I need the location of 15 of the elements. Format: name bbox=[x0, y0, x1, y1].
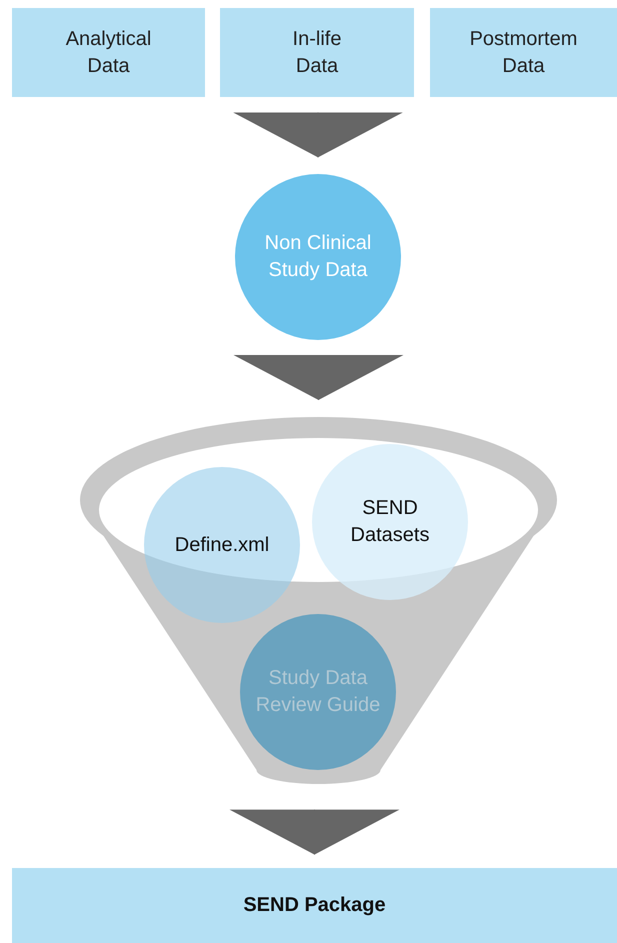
arrow bbox=[234, 354, 404, 400]
process-box bbox=[220, 8, 414, 97]
node-label: Analytical Data bbox=[64, 26, 152, 78]
node-label: Study Data Review Guide bbox=[254, 666, 382, 718]
node-label: In-life Data bbox=[292, 26, 342, 78]
node-label: SEND Package bbox=[243, 893, 386, 918]
node-label: Non Clinical Study Data bbox=[264, 231, 372, 283]
node-label: SEND Datasets bbox=[350, 496, 430, 548]
arrow bbox=[233, 112, 403, 158]
process-box bbox=[12, 8, 205, 97]
process-box bbox=[430, 8, 617, 97]
node-label: Define.xml bbox=[174, 532, 270, 558]
process-box bbox=[12, 868, 617, 943]
node-label: Postmortem Data bbox=[468, 26, 578, 78]
arrow bbox=[230, 809, 400, 856]
